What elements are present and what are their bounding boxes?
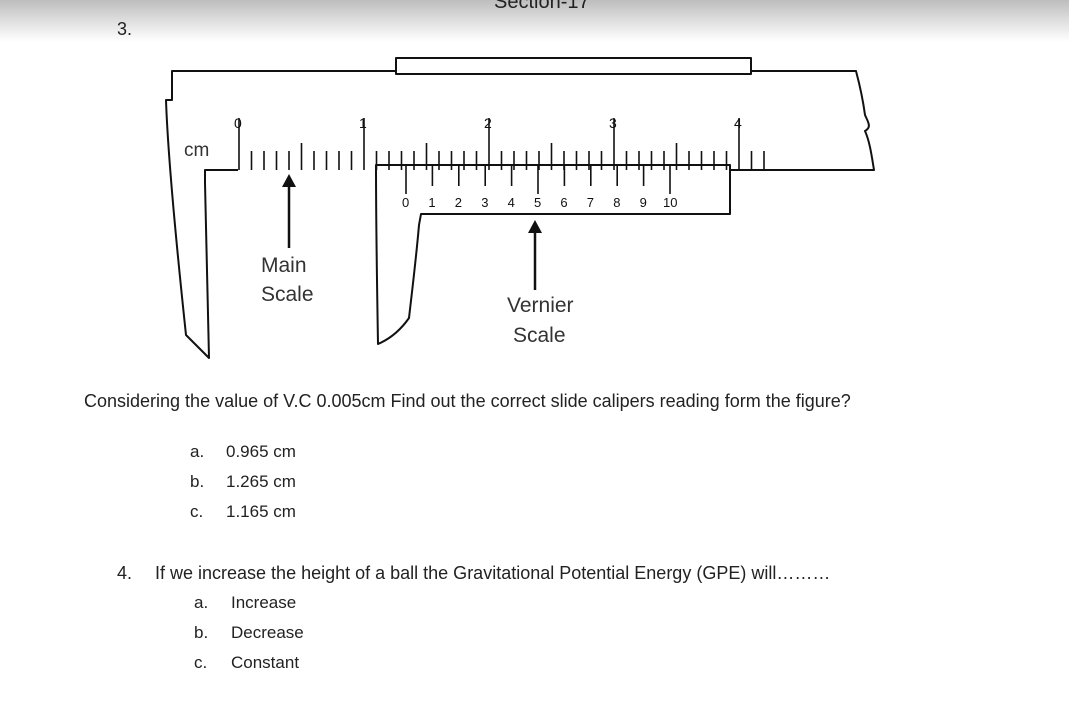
option-text: Increase (231, 593, 297, 612)
vernier-scale-number: 3 (481, 195, 488, 210)
question-4-text: If we increase the height of a ball the … (155, 563, 831, 583)
main-scale-label-2: Scale (261, 283, 314, 306)
option-letter: c. (190, 502, 204, 521)
main-scale-number: 4 (734, 115, 742, 131)
vernier-scale-number: 10 (663, 195, 677, 210)
depth-rod (395, 57, 752, 75)
vernier-scale-number: 8 (613, 195, 620, 210)
vernier-scale-number: 4 (508, 195, 515, 210)
question-3-text: Considering the value of V.C 0.005cm Fin… (84, 391, 851, 411)
header-bar (0, 0, 1069, 42)
vernier-caliper-figure: 0 1 2 3 4 0 1 2 3 4 5 6 7 8 9 10 cm Main Scale Vernier… (165, 57, 875, 359)
main-scale-label-1: Main (261, 254, 307, 277)
vernier-scale-number: 6 (560, 195, 567, 210)
vernier-scale-number: 7 (587, 195, 594, 210)
main-scale-number: 0 (234, 115, 242, 131)
main-scale-ticks (238, 118, 765, 170)
option-letter: a. (190, 442, 205, 461)
vernier-slider (375, 164, 731, 345)
vernier-scale-number: 2 (455, 195, 462, 210)
vernier-scale-label-2: Scale (513, 324, 566, 347)
option-letter: b. (190, 472, 205, 491)
main-scale-number: 2 (484, 115, 492, 131)
vernier-scale-number: 1 (428, 195, 435, 210)
vernier-scale-ticks (405, 166, 671, 194)
option-text: 0.965 cm (226, 442, 296, 461)
main-scale-number: 1 (359, 115, 367, 131)
vernier-scale-number: 5 (534, 195, 541, 210)
unit-label: cm (184, 140, 209, 161)
option-text: Decrease (231, 623, 304, 642)
main-scale-numbers: 0 1 2 3 4 (234, 115, 742, 131)
option-letter: c. (194, 653, 208, 672)
vernier-scale-numbers: 0 1 2 3 4 5 6 7 8 9 10 (402, 195, 677, 210)
vernier-scale-number: 0 (402, 195, 409, 210)
vernier-scale-label-1: Vernier (507, 294, 574, 317)
question-4-number: 4. (117, 563, 133, 583)
option-letter: b. (194, 623, 209, 642)
main-beam (165, 70, 875, 359)
question-3-number: 3. (117, 19, 133, 39)
option-text: 1.165 cm (226, 502, 296, 521)
option-letter: a. (194, 593, 209, 612)
main-scale-number: 3 (609, 115, 617, 131)
section-title: Section-17 (494, 0, 590, 13)
option-text: 1.265 cm (226, 472, 296, 491)
option-text: Constant (231, 653, 300, 672)
vernier-scale-number: 9 (640, 195, 647, 210)
